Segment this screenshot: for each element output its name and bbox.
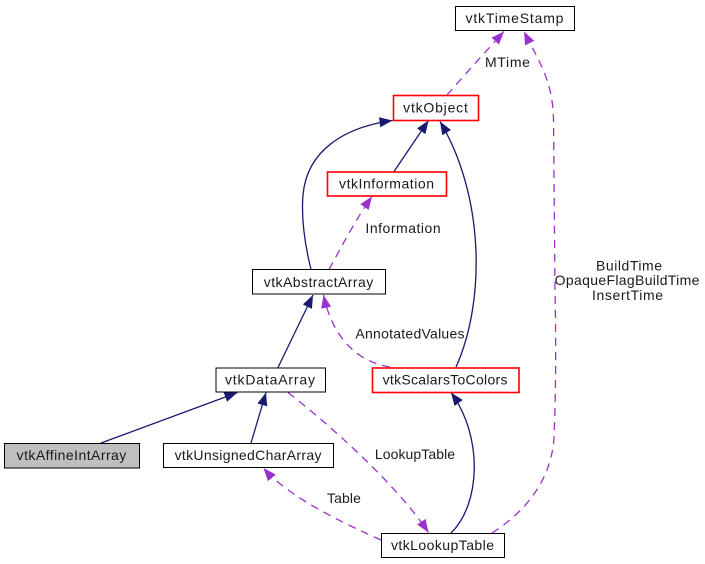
svg-text:BuildTime: BuildTime (596, 258, 663, 274)
svg-text:vtkLookupTable: vtkLookupTable (391, 537, 494, 553)
svg-text:vtkTimeStamp: vtkTimeStamp (466, 10, 565, 26)
svg-text:vtkAffineIntArray: vtkAffineIntArray (17, 447, 127, 463)
svg-text:vtkScalarsToColors: vtkScalarsToColors (383, 372, 508, 388)
svg-text:MTime: MTime (485, 54, 531, 70)
svg-text:vtkInformation: vtkInformation (339, 176, 434, 192)
svg-text:vtkObject: vtkObject (403, 100, 468, 116)
svg-text:OpaqueFlagBuildTime: OpaqueFlagBuildTime (555, 272, 700, 288)
svg-text:Information: Information (365, 220, 441, 236)
svg-text:vtkDataArray: vtkDataArray (225, 372, 316, 388)
svg-text:LookupTable: LookupTable (375, 446, 455, 462)
svg-text:vtkAbstractArray: vtkAbstractArray (264, 274, 374, 290)
svg-text:InsertTime: InsertTime (592, 287, 664, 303)
svg-text:Table: Table (327, 490, 361, 506)
svg-text:vtkUnsignedCharArray: vtkUnsignedCharArray (175, 447, 322, 463)
svg-text:AnnotatedValues: AnnotatedValues (355, 326, 464, 342)
